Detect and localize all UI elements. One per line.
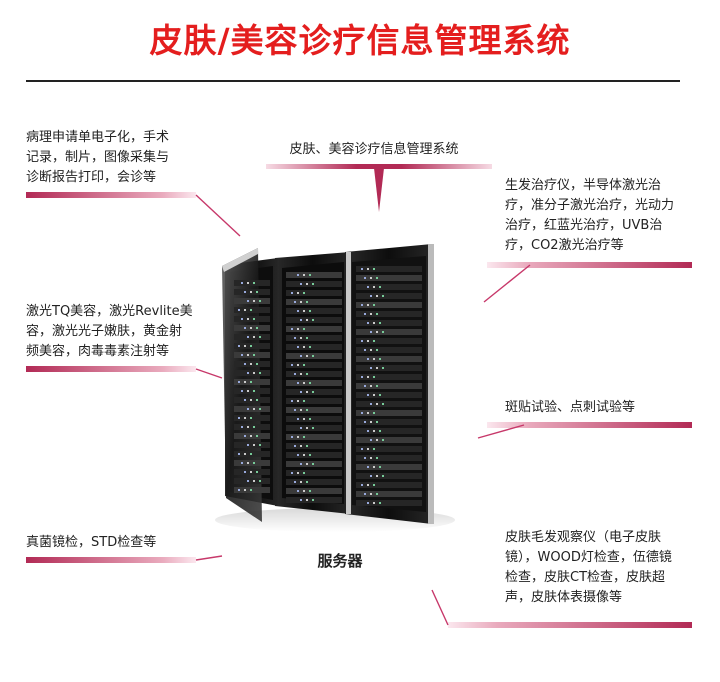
page-title: 皮肤/美容诊疗信息管理系统 (149, 21, 571, 60)
connector-laser-beauty (195, 368, 223, 379)
bar-fungal (26, 557, 196, 563)
box-patch-test: 斑贴试验、点刺试验等 (505, 400, 636, 415)
connector-pathology (195, 194, 241, 237)
bar-patch-test (487, 422, 692, 428)
center-system-label: 皮肤、美容诊疗信息管理系统 (289, 142, 459, 157)
box-laser-beauty: 激光TQ美容，激光Revlite美 容，激光光子嫩肤，黄金射 频美容，肉毒毒素注… (26, 304, 193, 359)
bar-dermoscopy (448, 622, 692, 628)
bar-hair-therapy (487, 262, 692, 268)
box-hair-therapy: 生发治疗仪，半导体激光治 疗，准分子激光治疗，光动力 治疗，红蓝光治疗，UVB治… (505, 178, 675, 253)
server-caption: 服务器 (317, 552, 363, 570)
box-pathology: 病理申请单电子化，手术 记录，制片，图像采集与 诊断报告打印，会诊等 (26, 130, 170, 185)
title-divider (26, 80, 680, 82)
center-pointer (374, 168, 384, 212)
center-accent-bar (266, 164, 492, 169)
bar-pathology (26, 192, 196, 198)
box-fungal: 真菌镜检，STD检查等 (26, 535, 157, 550)
connector-fungal (195, 555, 223, 561)
connector-patch-test (477, 424, 525, 439)
bar-laser-beauty (26, 366, 196, 372)
connector-dermoscopy (431, 589, 449, 626)
server-rack-units (234, 266, 422, 506)
box-dermoscopy: 皮肤毛发观察仪（电子皮肤 镜），WOOD灯检查，伍德镜 检查，皮肤CT检查，皮肤… (505, 530, 672, 605)
connector-hair-therapy (483, 264, 531, 303)
